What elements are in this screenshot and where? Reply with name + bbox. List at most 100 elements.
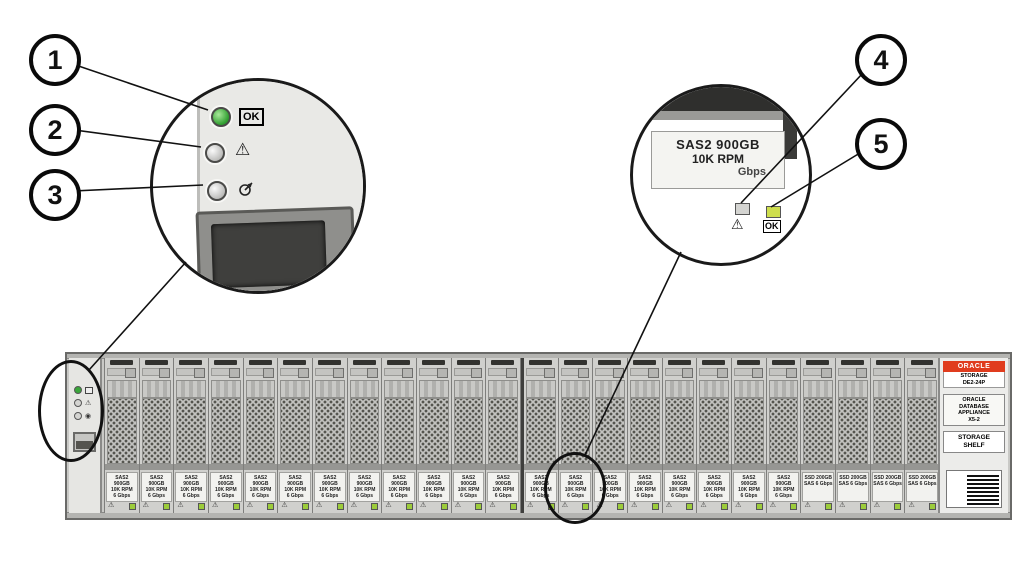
drive-release-button xyxy=(159,368,171,378)
drive-release-button xyxy=(298,368,310,378)
end-cap-handle xyxy=(195,206,357,291)
drive-led-row: ⚠ xyxy=(209,501,243,513)
drive-latch-plate xyxy=(734,368,753,376)
drive-handle-bar xyxy=(524,464,558,470)
drive-handle-bar xyxy=(451,464,486,470)
drive-led-row: ⚠ xyxy=(767,501,801,513)
drive-latch-plate xyxy=(803,368,822,376)
drive-latch-slot xyxy=(875,360,899,365)
drive-latch-slot xyxy=(841,360,865,365)
drive-latch-slot xyxy=(387,360,411,365)
drive-slot: SAS2 900GB 10K RPM 6 Gbps ⚠ xyxy=(732,358,767,513)
drive-ok-led xyxy=(198,503,206,510)
drive-latch-plate xyxy=(107,368,126,376)
drive-release-button xyxy=(578,368,590,378)
storage-shelf-chassis: ⚠ ◉ SAS2 900GB 10K RPM 6 Gbps ⚠ xyxy=(65,352,1012,520)
drive-led-row: ⚠ xyxy=(905,501,939,513)
drive-release-button xyxy=(647,368,659,378)
service-required-led xyxy=(205,143,225,163)
drive-label: SAS2 900GB 10K RPM 6 Gbps xyxy=(106,472,138,502)
drive-label: SAS2 900GB 10K RPM 6 Gbps xyxy=(418,472,450,502)
drive-vent-grille xyxy=(315,398,345,464)
drive-bracket xyxy=(768,380,799,398)
drive-latch-plate xyxy=(526,368,545,376)
drive-handle-bar xyxy=(139,464,174,470)
drive-label-line2: 10K RPM xyxy=(691,152,744,166)
shelf-model-label: STORAGE DE2-24P xyxy=(943,372,1005,388)
drive-ok-led xyxy=(510,503,518,510)
drive-bracket xyxy=(872,380,903,398)
drive-label-line1: SAS2 900GB xyxy=(676,137,760,152)
drive-release-button xyxy=(751,368,763,378)
drive-warning-icon: ⚠ xyxy=(316,502,323,509)
drive-ok-led xyxy=(766,206,781,218)
drive-handle-bar xyxy=(870,464,905,470)
drive-release-button xyxy=(717,368,729,378)
drive-latch-plate xyxy=(768,368,788,376)
drive-vent-grille xyxy=(419,398,449,464)
drive-label: SAS2 900GB 10K RPM 6 Gbps xyxy=(733,472,765,502)
drive-handle-bar xyxy=(732,464,766,470)
drive-ok-led xyxy=(790,503,798,510)
drive-latch-slot xyxy=(352,360,376,365)
drive-release-button xyxy=(890,368,902,378)
drive-vent-grille xyxy=(595,398,626,464)
drive-led-row: ⚠ xyxy=(382,501,416,513)
drive-handle-bar xyxy=(628,464,662,470)
drive-led-row: ⚠ xyxy=(697,501,731,513)
drive-latch-slot xyxy=(456,360,480,365)
drive-ok-led xyxy=(406,503,414,510)
drive-vent-grille xyxy=(803,398,834,464)
drive-slot: SAS2 900GB 10K RPM 6 Gbps ⚠ xyxy=(662,358,698,513)
drive-latch-plate xyxy=(384,368,403,376)
drive-label: SAS2 900GB 10K RPM 6 Gbps xyxy=(629,472,661,502)
drive-latch-plate xyxy=(176,368,195,376)
drive-release-button xyxy=(402,368,414,378)
drive-label-line3: Gbps xyxy=(737,166,766,178)
drive-handle-bar xyxy=(697,464,732,470)
drive-handle-bar xyxy=(662,464,697,470)
drive-warning-icon: ⚠ xyxy=(839,502,846,509)
drive-vent-grille xyxy=(384,398,415,464)
callout-3: 3 xyxy=(29,169,81,221)
drive-latch-slot xyxy=(633,360,657,365)
locate-icon xyxy=(237,180,255,198)
drive-release-button xyxy=(332,368,344,378)
callout-4: 4 xyxy=(855,34,907,86)
drive-vent-grille xyxy=(872,398,903,464)
drive-led-row: ⚠ xyxy=(663,501,697,513)
drive-label: SAS2 900GB 10K RPM 6 Gbps xyxy=(663,472,696,502)
left-panel-locator-circle xyxy=(38,360,104,462)
drive-latch-slot xyxy=(144,360,168,365)
drive-bracket xyxy=(560,380,591,398)
drive-ok-led xyxy=(302,503,310,510)
drive-ok-led xyxy=(128,503,136,510)
drive-label: SSD 200GB SAS 6 Gbps xyxy=(837,472,869,502)
drive-bracket xyxy=(141,380,172,398)
drive-slot: SAS2 900GB 10K RPM 6 Gbps ⚠ xyxy=(451,358,487,513)
drive-handle-bar xyxy=(486,464,521,470)
drive-slot: SAS2 900GB 10K RPM 6 Gbps ⚠ xyxy=(382,358,418,513)
drive-latch-plate xyxy=(280,368,299,376)
drive-handle-bar xyxy=(417,464,451,470)
drive-slot: SAS2 900GB 10K RPM 6 Gbps ⚠ xyxy=(139,358,175,513)
drive-label: SAS2 900GB 10K RPM 6 Gbps xyxy=(210,472,242,502)
drive-handle-bar xyxy=(836,464,870,470)
drive-label: SAS2 900GB 10K RPM 6 Gbps xyxy=(175,472,208,502)
end-cap-handle-opening xyxy=(210,220,328,289)
drive-led-row: ⚠ xyxy=(628,501,662,513)
drive-ok-icon: OK xyxy=(763,220,781,233)
drive-vent-grille xyxy=(488,398,519,464)
drive-vent-grille xyxy=(176,398,207,464)
barcode-label xyxy=(946,470,1002,508)
drive-bracket xyxy=(838,380,868,398)
drive-led-row: ⚠ xyxy=(732,501,766,513)
drive-led-row: ⚠ xyxy=(174,501,208,513)
drive-warning-icon: ⚠ xyxy=(142,502,149,509)
drive-slot: SAS2 900GB 10K RPM 6 Gbps ⚠ xyxy=(697,358,733,513)
drive-label: SSD 200GB SAS 6 Gbps xyxy=(906,472,939,502)
drive-led-row: ⚠ xyxy=(105,501,139,513)
drive-latch-plate xyxy=(141,368,161,376)
drive-latch-plate xyxy=(560,368,580,376)
drive-bracket xyxy=(699,380,730,398)
